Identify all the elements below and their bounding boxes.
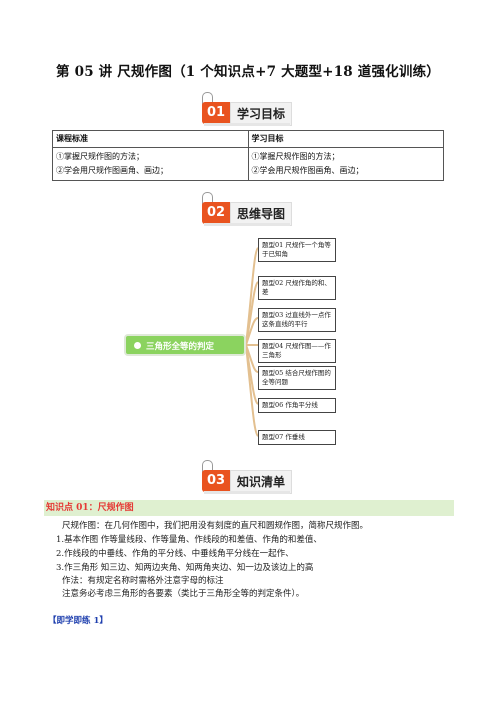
knowledge-line: 作法：有规定名称时需格外注意字母的标注	[62, 576, 224, 586]
section-badge-goals: 01 学习目标	[202, 92, 294, 126]
clip-icon	[202, 92, 213, 105]
section-badge-mindmap: 02 思维导图	[202, 192, 294, 226]
knowledge-heading-bar: 知识点 01：尺规作图	[44, 500, 454, 516]
mind-map-branch: 题型04 尺规作图——作三角形	[258, 339, 336, 363]
table-cell-line: ②学会用尺规作图画角、画边；	[56, 166, 168, 175]
knowledge-line: 尺规作图：在几何作图中，我们把用没有刻度的直尺和圆规作图，简称尺规作图。	[62, 521, 369, 531]
mind-map-branch: 题型05 结合尺规作图的全等问题	[258, 366, 336, 390]
table-header: 课程标准	[52, 130, 249, 148]
page-title: 第 05 讲 尺规作图（1 个知识点+7 大题型+18 道强化训练）	[56, 64, 440, 80]
section-badge-knowledge: 03 知识清单	[202, 460, 294, 494]
knowledge-heading: 知识点 01：尺规作图	[46, 503, 134, 513]
section-number: 03	[202, 470, 230, 492]
knowledge-line: 注意务必考虑三角形的各要素（类比于三角形全等的判定条件）。	[62, 589, 305, 599]
table-header-row: 课程标准 学习目标	[52, 130, 444, 148]
table-cell: ①掌握尺规作图的方法； ②学会用尺规作图画角、画边；	[52, 147, 249, 181]
table-cell-line: ①掌握尺规作图的方法；	[251, 152, 340, 161]
mind-map-branch: 题型01 尺规作一个角等于已知角	[258, 238, 336, 262]
exercise-label: 【即学即练 1】	[48, 616, 108, 626]
mind-map-connectors	[245, 247, 259, 437]
table-cell: ①掌握尺规作图的方法； ②学会用尺规作图画角、画边；	[247, 147, 444, 181]
table-cell-line: ①掌握尺规作图的方法；	[56, 152, 144, 161]
knowledge-line: 2.作线段的中垂线、作角的平分线、中垂线角平分线在一起作、	[56, 549, 294, 559]
section-number: 02	[202, 202, 230, 224]
section-label: 思维导图	[230, 202, 292, 226]
section-number: 01	[202, 102, 230, 124]
clip-icon	[202, 192, 213, 205]
standards-table: 课程标准 学习目标 ①掌握尺规作图的方法； ②学会用尺规作图画角、画边； ①掌握…	[52, 130, 444, 181]
table-cell-line: ②学会用尺规作图画角、画边；	[251, 166, 364, 175]
mind-map-branch: 题型07 作垂线	[258, 430, 336, 445]
mind-map: 三角形全等的判定 题型01 尺规作一个角等于已知角 题型02 尺规作角的和、差 …	[120, 232, 370, 452]
knowledge-line: 3.作三角形 知三边、知两边夹角、知两角夹边、知一边及该边上的高	[56, 563, 314, 573]
clip-icon	[202, 460, 213, 473]
section-label: 学习目标	[230, 102, 292, 126]
bullet-icon	[134, 342, 141, 349]
mind-map-center: 三角形全等的判定	[124, 334, 246, 356]
mind-map-branch: 题型06 作角平分线	[258, 398, 336, 413]
mind-map-branch: 题型03 过直线外一点作这条直线的平行	[258, 308, 336, 332]
center-label: 三角形全等的判定	[146, 342, 215, 352]
table-header: 学习目标	[247, 130, 444, 148]
mind-map-branch: 题型02 尺规作角的和、差	[258, 276, 336, 300]
knowledge-line: 1.基本作图 作等量线段、作等量角、作线段的和差值、作角的和差值、	[56, 535, 322, 545]
section-label: 知识清单	[230, 470, 292, 494]
table-row: ①掌握尺规作图的方法； ②学会用尺规作图画角、画边； ①掌握尺规作图的方法； ②…	[52, 147, 444, 181]
